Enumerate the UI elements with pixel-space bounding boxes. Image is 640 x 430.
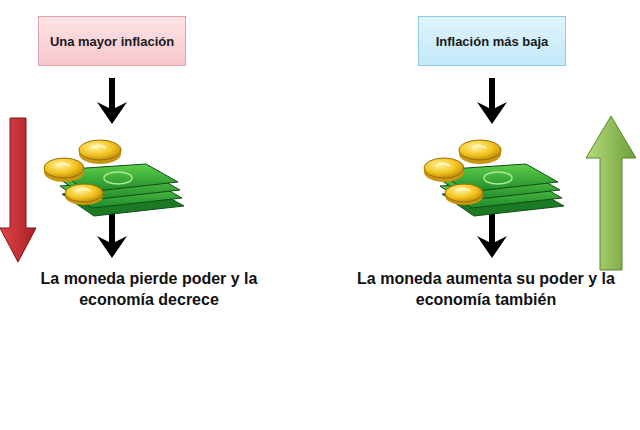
increase-arrow — [586, 116, 636, 270]
box-text: Inflación más baja — [436, 34, 549, 49]
outcome-text: La moneda aumenta su poder y la economía… — [338, 268, 634, 310]
box-text: Una mayor inflación — [50, 34, 174, 49]
pink-box: Una mayor inflación — [38, 16, 186, 66]
decrease-arrow — [0, 118, 36, 262]
outcome-text: La moneda pierde poder y la economía dec… — [8, 268, 290, 310]
money-icon — [44, 140, 564, 216]
blue-box: Inflación más baja — [418, 16, 566, 66]
